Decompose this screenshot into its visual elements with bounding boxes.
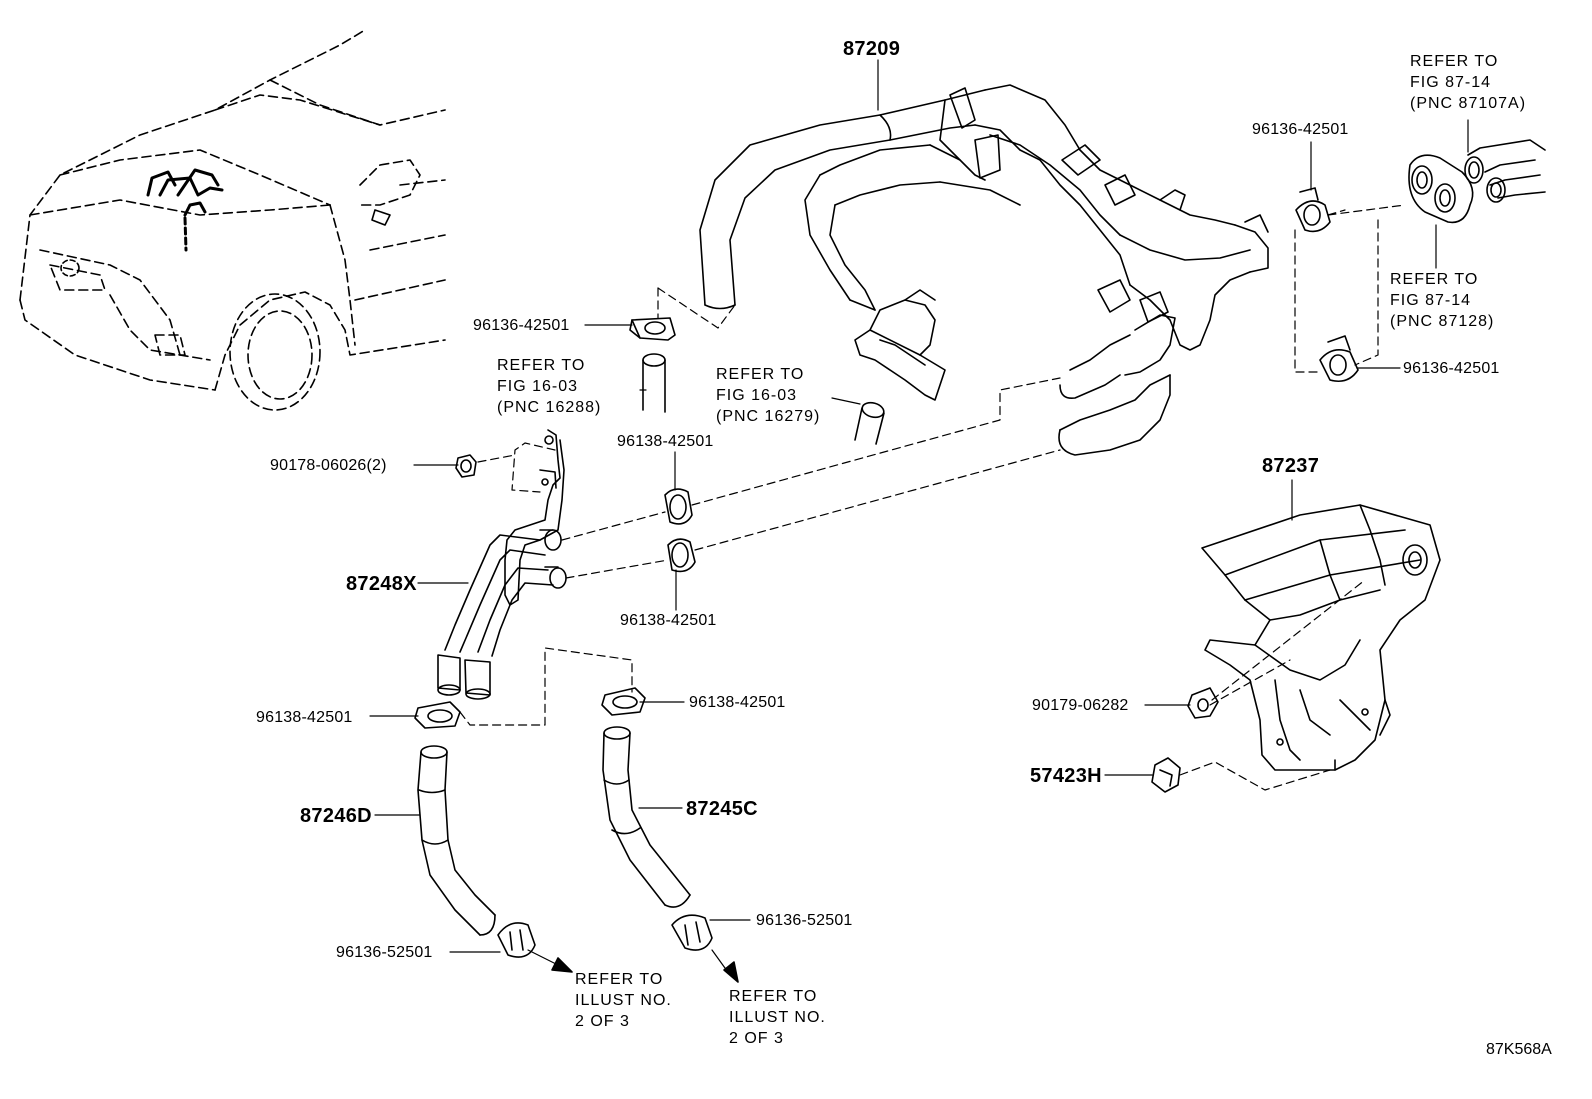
clamp-96136-42501-right — [1319, 335, 1359, 383]
part-number-96136-42501-center: 96136-42501 — [473, 317, 570, 334]
reference-arrows — [527, 949, 739, 983]
part-number-96136-52501-left: 96136-52501 — [336, 944, 433, 961]
nut-90179-06282 — [1187, 687, 1219, 719]
part-number-96136-42501-right: 96136-42501 — [1403, 360, 1500, 377]
reference-fig-16-03-16288: REFER TO FIG 16-03 (PNC 16288) — [497, 357, 602, 416]
part-number-96138-42501-lower: 96138-42501 — [620, 612, 717, 629]
part-number-96138-42501-right: 96138-42501 — [689, 694, 786, 711]
clamp-96138-42501-left — [414, 701, 461, 729]
part-number-96136-52501-right: 96136-52501 — [756, 912, 853, 929]
clamp-96136-52501-right — [671, 914, 713, 951]
heater-pipe-fitting — [1408, 139, 1546, 224]
hose-87209 — [699, 84, 1269, 456]
clamp-96136-42501-center — [629, 317, 676, 341]
reference-illust-left: REFER TO ILLUST NO. 2 OF 3 — [575, 971, 672, 1030]
clip-57423h — [1151, 757, 1181, 793]
pipe-16288 — [642, 353, 666, 413]
clamp-96138-42501-upper — [664, 488, 693, 525]
clamp-96136-52501-left — [497, 922, 536, 958]
clamp-96138-42501-right — [601, 687, 646, 716]
part-number-87248x: 87248X — [346, 573, 417, 595]
clamp-96136-42501-top — [1295, 187, 1331, 233]
part-number-96138-42501-upper: 96138-42501 — [617, 433, 714, 450]
part-number-96136-42501-top: 96136-42501 — [1252, 121, 1349, 138]
clamp-96138-42501-lower — [667, 538, 696, 573]
pipe-16279 — [854, 401, 885, 445]
diagram-code: 87K568A — [1486, 1041, 1552, 1058]
part-number-87246d: 87246D — [300, 805, 372, 827]
part-number-96138-42501-left: 96138-42501 — [256, 709, 353, 726]
reference-fig-87-14-87128: REFER TO FIG 87-14 (PNC 87128) — [1390, 271, 1495, 330]
cover-87237 — [1201, 504, 1441, 771]
part-number-57423h: 57423H — [1030, 765, 1102, 787]
vehicle-illustration — [19, 29, 446, 411]
part-number-87209: 87209 — [843, 38, 901, 60]
reference-fig-16-03-16279: REFER TO FIG 16-03 (PNC 16279) — [716, 366, 821, 425]
hose-87246d — [417, 745, 496, 936]
pipe-87248x — [437, 429, 567, 700]
part-number-87237: 87237 — [1262, 455, 1320, 477]
leader-lines — [369, 59, 1469, 953]
part-number-87245c: 87245C — [686, 798, 758, 820]
reference-illust-right: REFER TO ILLUST NO. 2 OF 3 — [729, 988, 826, 1047]
reference-fig-87-14-87107a: REFER TO FIG 87-14 (PNC 87107A) — [1410, 53, 1527, 112]
assembly-lines — [459, 204, 1406, 791]
hose-87245c — [602, 726, 691, 908]
nut-90178-06026 — [455, 454, 477, 478]
part-number-90178-06026: 90178-06026(2) — [270, 457, 387, 474]
part-number-90179-06282: 90179-06282 — [1032, 697, 1129, 714]
